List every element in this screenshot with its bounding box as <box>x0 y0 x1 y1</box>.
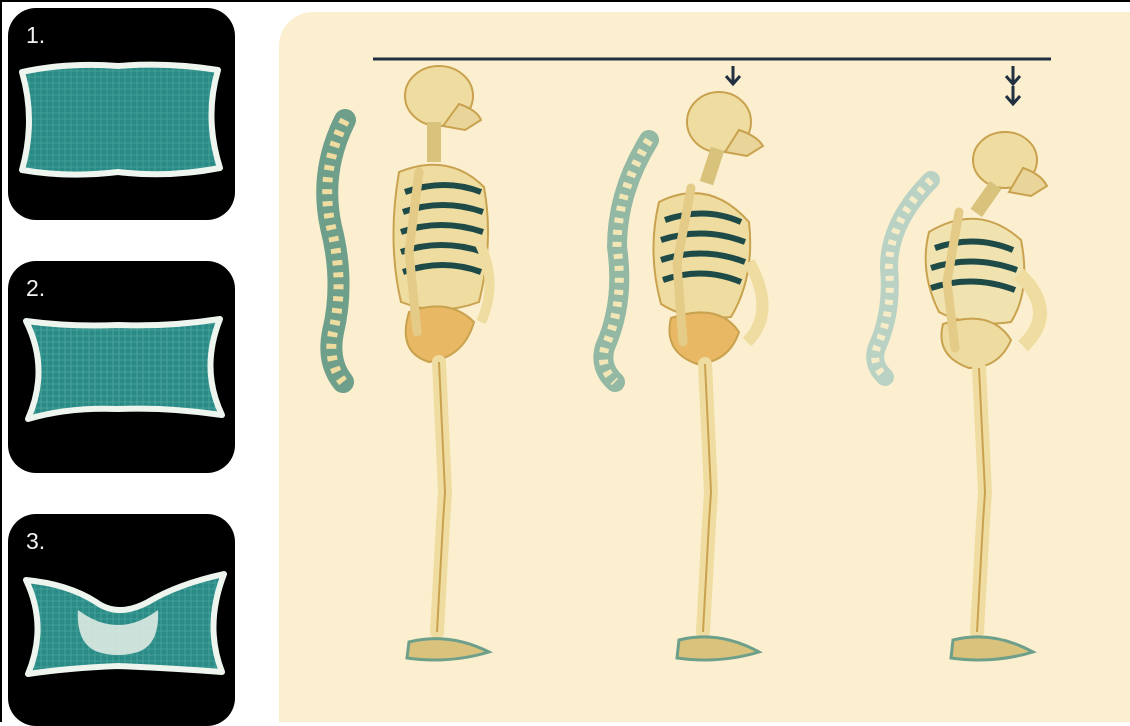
posture-skeletons-illustration <box>279 12 1130 722</box>
skeleton-3 <box>875 132 1047 660</box>
skeleton-illustration-panel <box>279 12 1130 722</box>
panel-3-label: 3. <box>26 528 45 555</box>
height-loss-arrow-1 <box>726 66 740 84</box>
panel-2-label: 2. <box>26 275 45 302</box>
height-loss-arrow-2 <box>1006 66 1020 104</box>
skeleton-1 <box>327 66 489 660</box>
frame-top-border <box>0 0 1130 2</box>
vertebra-panel-3: 3. <box>8 514 235 726</box>
vertebra-panel-2: 2. <box>8 261 235 473</box>
frame-left-border <box>0 0 2 722</box>
skeleton-2 <box>603 92 763 660</box>
vertebra-panel-1: 1. <box>8 8 235 220</box>
panel-1-label: 1. <box>26 22 45 49</box>
